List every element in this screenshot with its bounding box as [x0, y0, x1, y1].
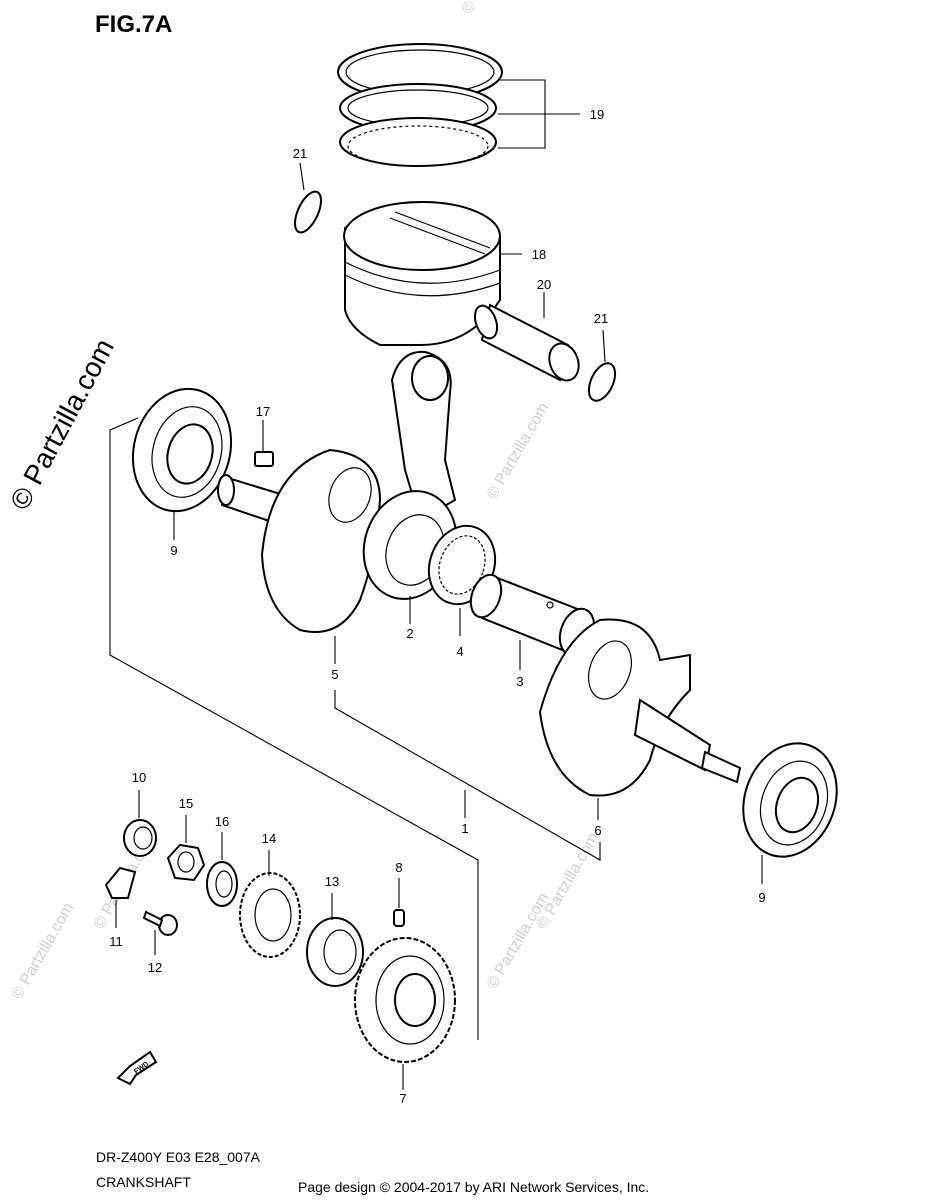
- dowel-pin: [393, 909, 405, 927]
- callout-10: 10: [132, 770, 146, 785]
- watermark-small-2: © Partzilla.com: [484, 890, 553, 992]
- callout-8: 8: [395, 860, 402, 875]
- callout-2: 2: [406, 626, 413, 641]
- crank-gear-small: [239, 872, 301, 958]
- piston: [343, 201, 501, 346]
- section-title: CRANKSHAFT: [96, 1174, 191, 1190]
- piston-pin: [473, 303, 580, 382]
- callout-17: 17: [256, 404, 270, 419]
- bushing: [123, 819, 157, 857]
- callout-20: 20: [537, 277, 551, 292]
- callout-13: 13: [325, 874, 339, 889]
- drive-gear-bushing: [306, 917, 364, 987]
- callout-14: 14: [262, 831, 276, 846]
- circlip-top: [294, 190, 322, 234]
- watermark-main: © Partzilla.com: [4, 334, 120, 515]
- callout-12: 12: [148, 960, 162, 975]
- callout-9-right: 9: [758, 890, 765, 905]
- callout-16: 16: [215, 814, 229, 829]
- callout-11: 11: [109, 934, 123, 949]
- callout-3: 3: [516, 674, 523, 689]
- woodruff-key: [254, 451, 274, 467]
- watermark-small-5: © Partzilla.com: [534, 830, 603, 932]
- primary-drive-gear: [354, 937, 456, 1063]
- nut: [166, 843, 206, 882]
- page-credit: Page design © 2004-2017 by ARI Network S…: [298, 1179, 649, 1195]
- bearing-left: [131, 387, 233, 513]
- callout-19: 19: [590, 107, 604, 122]
- callout-21-top: 21: [293, 146, 307, 161]
- circlip-right: [587, 362, 617, 402]
- bearing-right: [742, 742, 838, 858]
- callout-15: 15: [179, 796, 193, 811]
- callout-4: 4: [456, 644, 463, 659]
- washer: [206, 861, 238, 907]
- callout-6: 6: [594, 823, 601, 838]
- piston-rings: [337, 43, 503, 167]
- crankshaft-right-half: [538, 618, 742, 797]
- callout-21-right: 21: [594, 311, 608, 326]
- callout-1: 1: [461, 821, 468, 836]
- callout-9-left: 9: [170, 543, 177, 558]
- watermark-small-6: © Partzilla.com: [459, 0, 528, 17]
- fwd-arrow: FWD: [116, 1050, 158, 1086]
- watermark-small-1: © Partzilla.com: [484, 400, 553, 502]
- screw: [142, 910, 178, 936]
- crankshaft-left-half: [217, 448, 382, 633]
- figure-title: FIG.7A: [95, 11, 172, 38]
- watermark-small-3: © Partzilla.com: [9, 900, 78, 1002]
- assembly-bracket-6: [334, 690, 601, 861]
- lock-plate: [104, 866, 137, 899]
- assembly-bracket-1: [109, 417, 479, 1040]
- callout-5: 5: [331, 667, 338, 682]
- crank-pin: [469, 573, 596, 657]
- callout-18: 18: [532, 247, 546, 262]
- diagram-code: DR-Z400Y E03 E28_007A: [96, 1149, 261, 1165]
- callout-7: 7: [399, 1091, 406, 1106]
